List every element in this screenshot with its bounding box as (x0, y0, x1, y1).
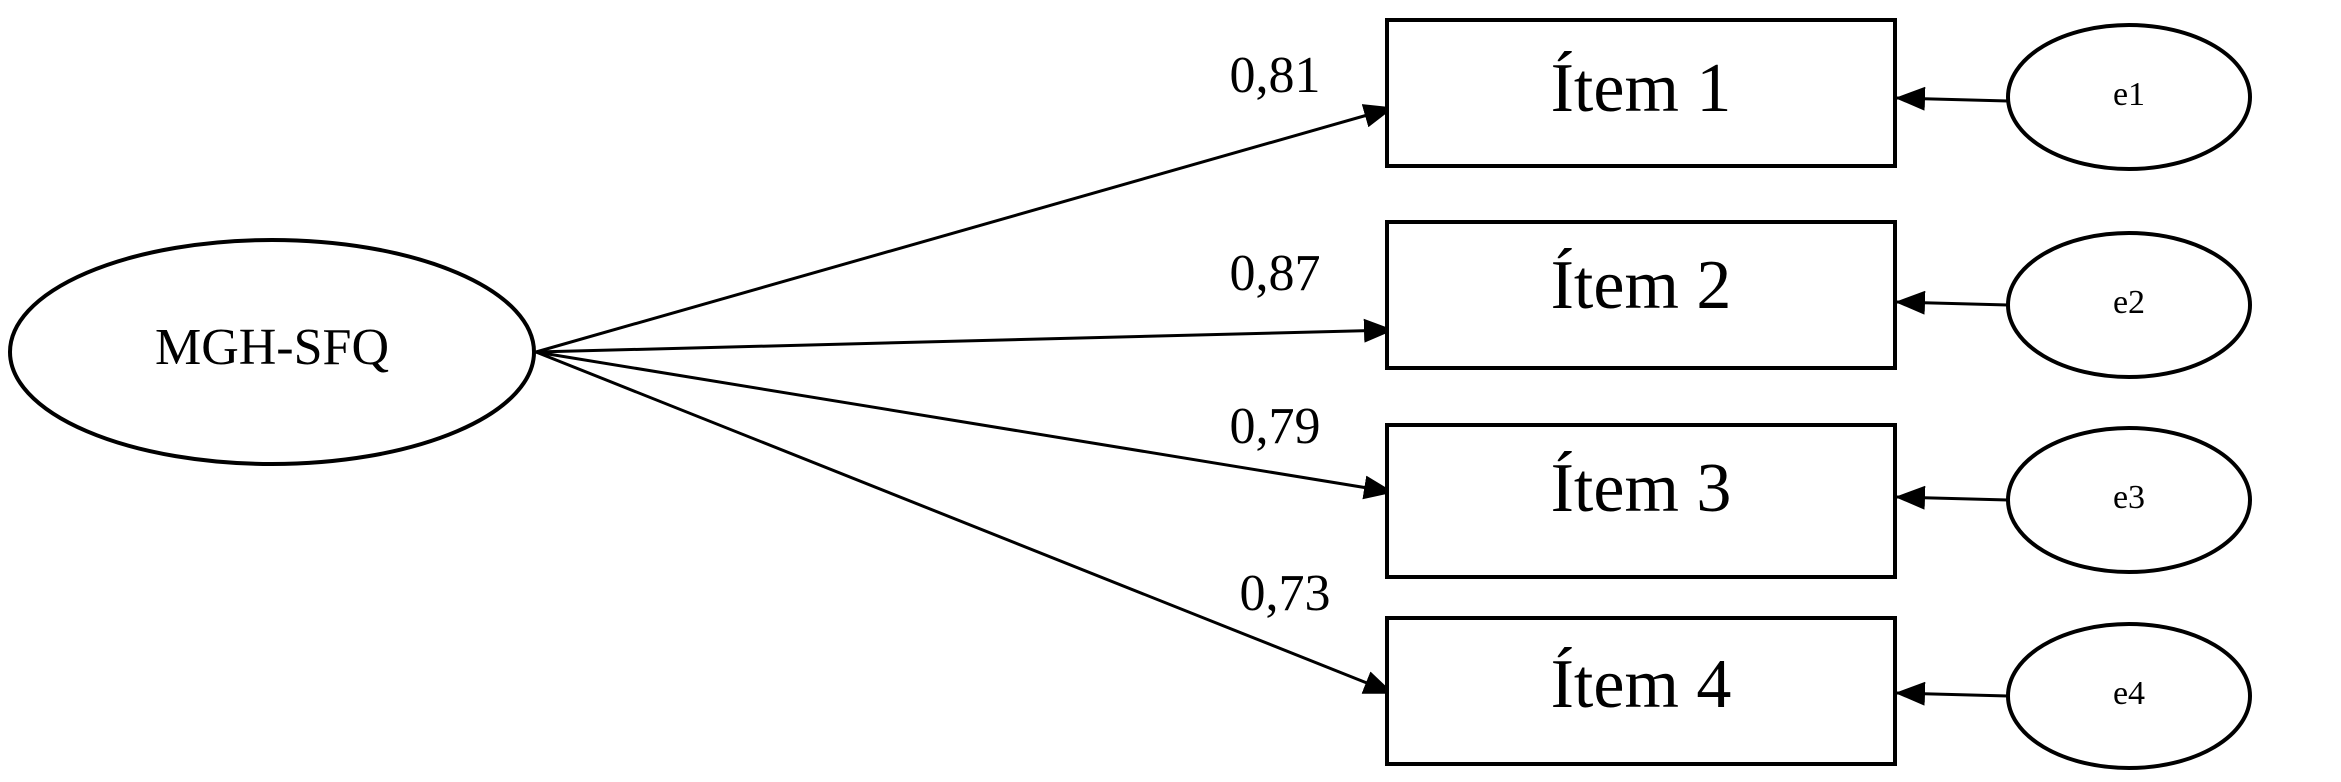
path-e3-item3 (1895, 485, 2009, 510)
loading-label-item2: 0,87 (1230, 245, 1321, 302)
item3-label: Ítem 3 (1551, 450, 1732, 527)
loading-label-item4: 0,73 (1240, 565, 1331, 622)
item2-box (1385, 220, 1897, 370)
item1-box (1385, 18, 1897, 168)
error-terms: e1 e2 e3 e4 (2006, 23, 2252, 770)
latent-label: MGH-SFQ (155, 319, 389, 376)
error-label-e1: e1 (2113, 76, 2145, 113)
item4-label: Ítem 4 (1551, 646, 1732, 723)
loading-label-item1: 0,81 (1230, 47, 1321, 104)
error-label-e2: e2 (2113, 284, 2145, 321)
item1-label: Ítem 1 (1551, 50, 1732, 127)
path-e4-item4 (1895, 681, 2009, 706)
path-e2-item2 (1895, 290, 2009, 315)
path-latent-item2 (535, 318, 1394, 354)
loading-labels: 0,81 0,87 0,79 0,73 (1230, 47, 1331, 622)
error-label-e3: e3 (2113, 479, 2145, 516)
error-ellipse-e1 (2006, 23, 2252, 171)
loading-label-item3: 0,79 (1230, 398, 1321, 455)
path-latent-item1 (535, 104, 1394, 354)
latent-ellipse (8, 238, 536, 466)
path-e1-item1 (1895, 86, 2009, 111)
item2-label: Ítem 2 (1551, 247, 1732, 324)
latent-factor: MGH-SFQ (8, 238, 536, 466)
item3-box (1385, 423, 1897, 579)
item4-box (1385, 616, 1897, 766)
path-latent-item4 (535, 350, 1394, 695)
observed-items: Ítem 1 Ítem 2 Ítem 3 Ítem 4 (1385, 18, 1897, 766)
error-paths (1895, 86, 2009, 706)
error-label-e4: e4 (2113, 675, 2145, 712)
loading-paths (535, 104, 1394, 695)
path-latent-item3 (535, 350, 1394, 500)
